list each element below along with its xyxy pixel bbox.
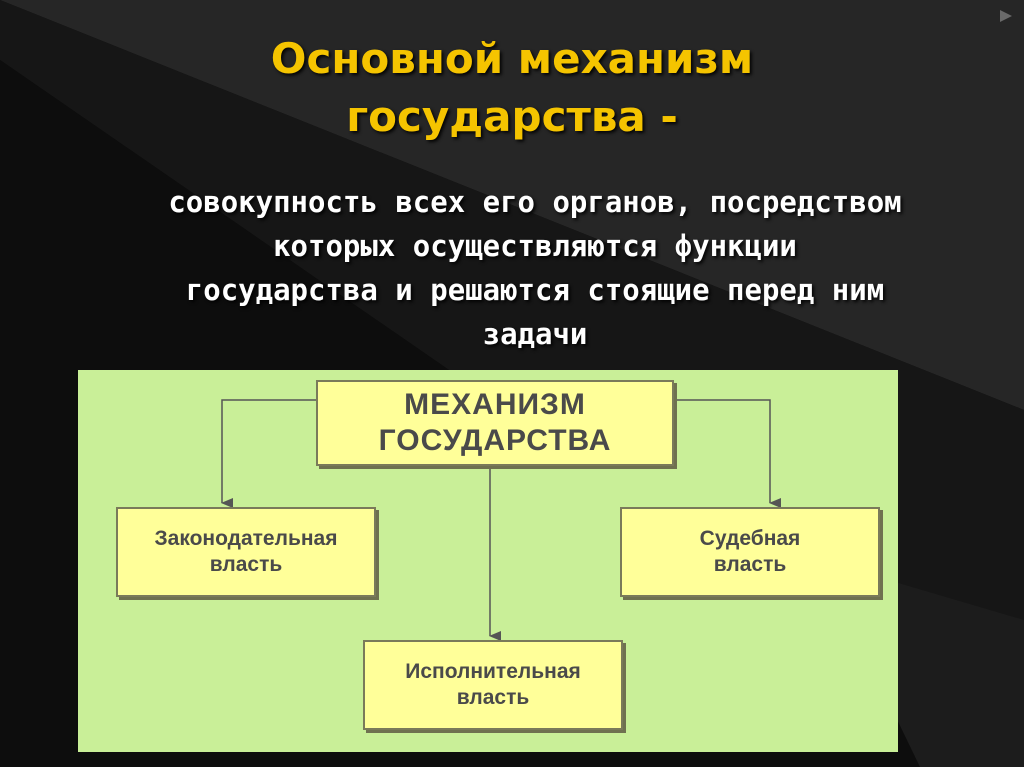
legislative-box-line-1: Законодательная: [154, 527, 338, 550]
connector-to-judicial: [670, 399, 781, 508]
legislative-box-line-2: власть: [209, 553, 283, 576]
definition-line-1: совокупность всех его органов, посредств…: [168, 185, 902, 219]
executive-box: Исполнительная власть: [363, 640, 623, 730]
diagram-connectors: [221, 399, 781, 641]
legislative-box: Законодательная власть: [116, 507, 376, 597]
mechanism-box: МЕХАНИЗМ ГОСУДАРСТВА: [316, 380, 674, 466]
definition-line-2: которых осуществляются функции: [273, 229, 797, 263]
definition-line-4: задачи: [482, 317, 588, 351]
mechanism-box-line-2: ГОСУДАРСТВА: [378, 424, 612, 457]
title-line-1: Основной механизм: [270, 34, 754, 83]
definition-line-3: государства и решаются стоящие перед ним: [185, 273, 885, 307]
slide-title: Основной механизм государства -: [0, 30, 1024, 146]
judicial-box-line-2: власть: [713, 553, 787, 576]
judicial-box: Судебная власть: [620, 507, 880, 597]
judicial-box-line-1: Судебная: [699, 527, 801, 550]
title-line-2: государства -: [346, 92, 678, 141]
definition-text: совокупность всех его органов, посредств…: [80, 180, 990, 356]
executive-box-line-2: власть: [456, 686, 530, 709]
executive-box-line-1: Исполнительная: [405, 660, 581, 683]
mechanism-diagram: МЕХАНИЗМ ГОСУДАРСТВА Законодательная вла…: [78, 370, 898, 752]
mechanism-box-line-1: МЕХАНИЗМ: [404, 388, 586, 421]
corner-arrow-icon: [1000, 10, 1012, 22]
connector-to-legislative: [221, 399, 316, 508]
